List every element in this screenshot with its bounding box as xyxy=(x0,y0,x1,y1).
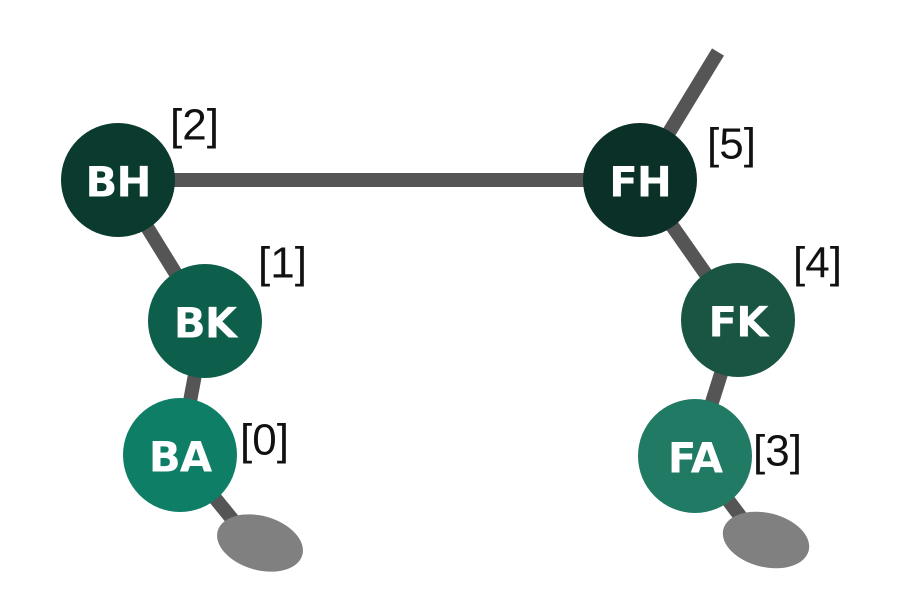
joint-index-fh: [5] xyxy=(707,120,756,169)
joint-node-fk xyxy=(681,263,795,377)
joint-index-fk: [4] xyxy=(793,239,842,288)
joint-node-ba xyxy=(123,398,237,512)
joint-front-ankle: FA [3] xyxy=(638,399,802,513)
joint-node-fa xyxy=(638,399,752,513)
back-foot xyxy=(217,514,303,572)
joint-label-fh: FH xyxy=(609,158,671,207)
joint-index-bh: [2] xyxy=(170,101,219,150)
joint-front-knee: FK [4] xyxy=(681,239,842,377)
joint-node-bk xyxy=(148,264,262,378)
joint-back-hip: BH [2] xyxy=(61,101,219,237)
joint-label-fk: FK xyxy=(708,298,770,347)
front-foot xyxy=(722,511,810,569)
joint-label-bh: BH xyxy=(85,158,150,207)
joint-index-fa: [3] xyxy=(753,427,802,476)
joint-label-bk: BK xyxy=(174,299,239,348)
joint-index-bk: [1] xyxy=(258,239,307,288)
joint-back-knee: BK [1] xyxy=(148,239,307,378)
joint-label-ba: BA xyxy=(149,433,213,482)
joint-back-ankle: BA [0] xyxy=(123,398,289,512)
joint-node-bh xyxy=(61,123,175,237)
joint-label-fa: FA xyxy=(668,434,724,483)
joint-index-ba: [0] xyxy=(240,416,289,465)
joint-node-fh xyxy=(583,123,697,237)
joint-front-hip: FH [5] xyxy=(583,120,756,237)
feet xyxy=(217,511,810,572)
